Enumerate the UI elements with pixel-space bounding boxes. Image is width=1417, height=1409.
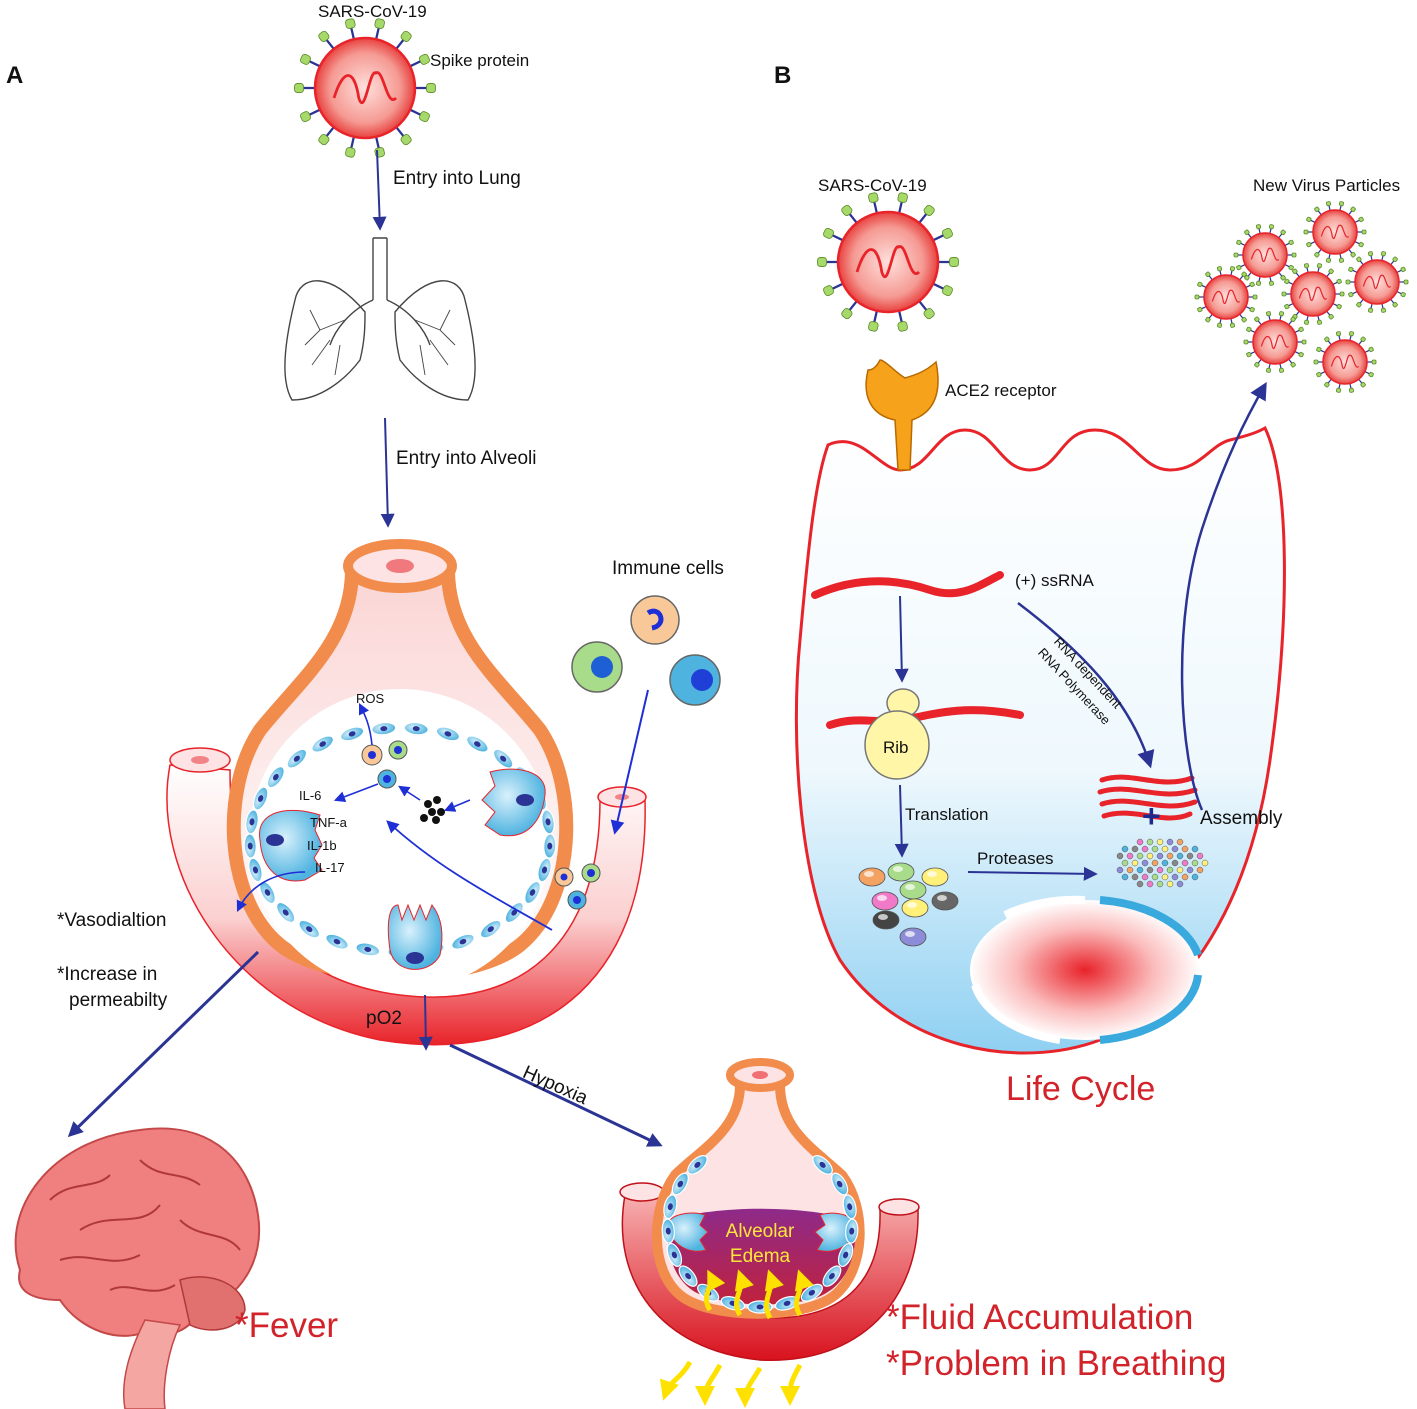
ace2-receptor-icon [865, 359, 939, 471]
immune-cells-label: Immune cells [612, 558, 724, 579]
arrow-po2 [418, 994, 433, 1051]
new-particles-label: New Virus Particles [1253, 176, 1401, 195]
cytokine-il17: IL-17 [315, 860, 345, 875]
spike-protein-label: Spike protein [430, 51, 530, 70]
new-virus-1 [1233, 224, 1297, 286]
brain-icon [14, 1127, 261, 1409]
panel-label-a: A [6, 62, 24, 89]
arrow-assembly [1180, 381, 1267, 811]
virus-label-b: SARS-CoV-19 [818, 176, 927, 195]
arrow-to-brain [67, 950, 260, 1138]
plus-sign: + [1142, 798, 1161, 834]
life-cycle-title: Life Cycle [1006, 1070, 1156, 1108]
ace2-label: ACE2 receptor [945, 381, 1057, 400]
fever-label: *Fever [235, 1306, 339, 1345]
virus-label-a: SARS-CoV-19 [318, 2, 427, 21]
new-virus-6 [1243, 311, 1307, 373]
assembly-label: Assembly [1200, 808, 1283, 829]
cytokine-il6: IL-6 [299, 788, 322, 803]
alveolus-a [226, 539, 574, 991]
cytokine-il1b: IL-1b [307, 838, 337, 853]
particles-icon [420, 796, 445, 824]
edema-label-2: Edema [729, 1246, 791, 1267]
fluid-accumulation-label: *Fluid Accumulation [886, 1298, 1194, 1337]
immune-cells-group [554, 595, 721, 910]
entry-lung-label: Entry into Lung [393, 168, 521, 189]
vasodilation-label: *Vasodialtion [57, 910, 167, 931]
ssrna-strand [811, 571, 1004, 599]
permeability-label-1: *Increase in [57, 964, 158, 985]
arrow-hypoxia [449, 1043, 663, 1147]
translation-label: Translation [905, 805, 989, 824]
new-virus-4 [1281, 263, 1345, 325]
ribosome-icon [826, 688, 1024, 780]
new-virus-particles [1194, 201, 1409, 393]
rna-copies-icon [1097, 774, 1198, 821]
po2-label: pO2 [366, 1008, 402, 1029]
protein-fragments-cluster [1116, 838, 1209, 888]
new-virus-2 [1303, 201, 1367, 263]
arrow-translation [894, 784, 909, 858]
permeability-label-2: permeabilty [69, 990, 168, 1011]
arrow-ssrna-to-ribosome [894, 595, 909, 683]
fluid-arrows-icon [659, 1269, 814, 1408]
new-virus-5 [1345, 251, 1409, 313]
new-virus-7 [1313, 331, 1377, 393]
entry-alveoli-label: Entry into Alveoli [396, 448, 537, 469]
ros-label: ROS [356, 691, 385, 706]
panel-label-b: B [774, 62, 792, 89]
breathing-problem-label: *Problem in Breathing [886, 1344, 1227, 1383]
virus-a [294, 18, 436, 158]
alveolus-edema [619, 1058, 920, 1408]
proteins-cluster [858, 862, 959, 947]
cytokine-tnfa: TNF-a [310, 815, 347, 830]
virus-b [817, 192, 959, 332]
arrow-entry-lung [372, 149, 387, 231]
arrow-rdrp [1017, 602, 1155, 769]
arrow-entry-alveoli [380, 417, 395, 528]
edema-label-1: Alveolar [725, 1221, 795, 1242]
new-virus-3 [1194, 266, 1258, 328]
ssrna-label: (+) ssRNA [1015, 571, 1094, 590]
arrow-proteases [967, 866, 1098, 881]
lungs-icon [284, 237, 476, 401]
proteases-label: Proteases [977, 849, 1054, 868]
ribosome-label: Rib [883, 738, 909, 757]
